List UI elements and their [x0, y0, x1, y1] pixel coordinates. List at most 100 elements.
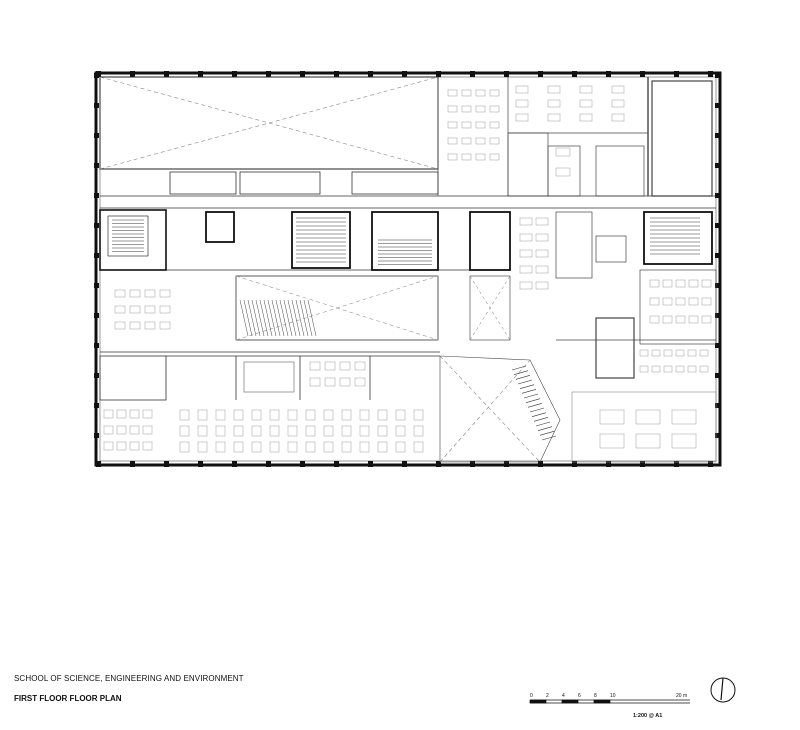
column — [402, 71, 407, 77]
stair-tread — [527, 403, 543, 408]
desk — [687, 365, 697, 373]
desk — [675, 315, 686, 324]
desk — [701, 315, 712, 324]
column — [715, 163, 720, 168]
column — [130, 461, 135, 467]
scale-bar — [529, 699, 690, 704]
stair-tread — [247, 299, 257, 337]
desk — [269, 425, 280, 437]
stair-tread — [267, 299, 277, 337]
desk — [519, 265, 533, 274]
column — [94, 283, 99, 288]
desk — [215, 441, 226, 453]
column — [715, 193, 720, 198]
desk — [341, 441, 352, 453]
desk — [309, 361, 321, 371]
desk — [675, 365, 685, 373]
desk — [599, 433, 625, 449]
desk — [701, 279, 712, 288]
desk — [519, 217, 533, 226]
desk — [323, 441, 334, 453]
desk — [651, 365, 661, 373]
stair-tread — [521, 389, 537, 394]
desk — [197, 425, 208, 437]
desk — [447, 89, 458, 97]
column — [94, 193, 99, 198]
desk — [251, 425, 262, 437]
study-area-south — [99, 355, 440, 401]
desk — [447, 137, 458, 145]
desk — [489, 121, 500, 129]
desk — [413, 425, 424, 437]
stair-tread — [307, 299, 317, 337]
stair-tread — [251, 299, 261, 337]
desk — [197, 409, 208, 421]
column — [640, 461, 645, 467]
desk — [287, 409, 298, 421]
desk — [687, 349, 697, 357]
desk — [662, 279, 673, 288]
desk — [447, 153, 458, 161]
glazed-atrium-south — [439, 355, 717, 463]
stair-tread — [529, 407, 545, 413]
scale-ratio-label: 1:200 @ A1 — [633, 713, 663, 719]
desk — [395, 425, 406, 437]
desk — [309, 377, 321, 387]
stair-tread — [243, 299, 253, 337]
stair-treads-cores — [296, 217, 700, 265]
desk — [519, 233, 533, 242]
desk — [377, 425, 388, 437]
scale-tick-label: 8 — [594, 693, 597, 699]
stair-tread — [263, 299, 273, 337]
desk — [323, 425, 334, 437]
stair-tread — [531, 412, 547, 417]
column — [715, 103, 720, 108]
scale-tick-label: 4 — [562, 693, 565, 699]
column — [94, 133, 99, 138]
column — [164, 461, 169, 467]
desk — [324, 361, 336, 371]
column — [266, 71, 271, 77]
desk — [142, 441, 153, 451]
desk — [215, 409, 226, 421]
desk — [649, 279, 660, 288]
scale-tick-label: 0 — [530, 693, 533, 699]
desk — [339, 361, 351, 371]
column — [504, 461, 509, 467]
desk — [663, 349, 673, 357]
desk — [475, 137, 486, 145]
desk — [635, 433, 661, 449]
desk — [287, 441, 298, 453]
desk — [159, 305, 171, 314]
column — [94, 103, 99, 108]
desk — [179, 425, 190, 437]
plan-title: FIRST FLOOR FLOOR PLAN — [14, 694, 122, 703]
stair-tread — [535, 421, 551, 427]
desk — [535, 249, 549, 258]
structural-columns — [94, 71, 720, 467]
stair-tread — [511, 365, 527, 371]
column — [708, 461, 713, 467]
column — [300, 461, 305, 467]
stair-tread — [525, 398, 541, 403]
desk — [663, 365, 673, 373]
column — [164, 71, 169, 77]
desk — [461, 105, 472, 113]
desk — [413, 441, 424, 453]
desk — [519, 281, 533, 290]
column — [198, 71, 203, 77]
column — [232, 71, 237, 77]
desk — [287, 425, 298, 437]
scale-tick-label: 6 — [578, 693, 581, 699]
desk — [251, 409, 262, 421]
column — [94, 343, 99, 348]
desk — [535, 281, 549, 290]
desk — [144, 321, 156, 330]
column — [300, 71, 305, 77]
desk — [354, 361, 366, 371]
desk — [447, 105, 458, 113]
desk — [649, 315, 660, 324]
desk — [377, 409, 388, 421]
